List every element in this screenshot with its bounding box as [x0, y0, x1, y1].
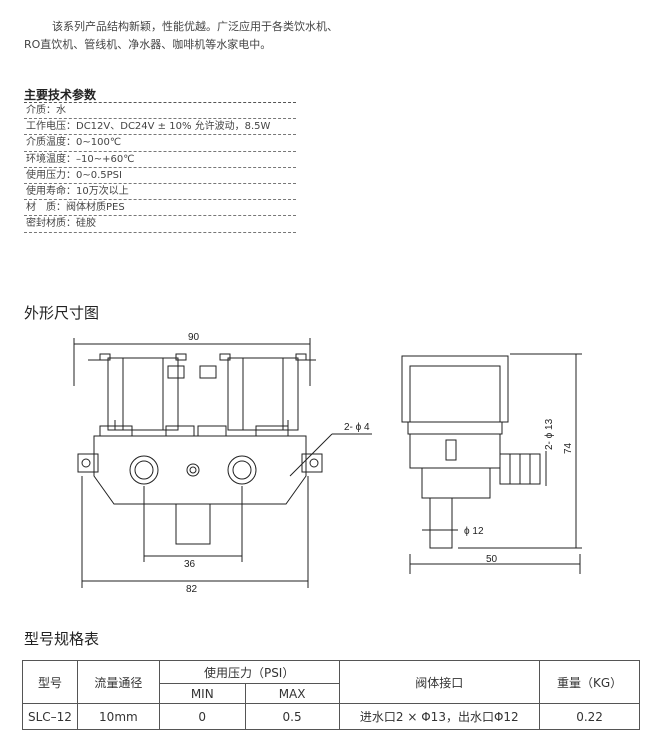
dim-outlet-label: ϕ 12 — [464, 526, 484, 537]
header-flow: 流量通径 — [76, 660, 160, 704]
cell-port: 进水口2 × Φ13，出水口Φ12 — [338, 703, 541, 730]
header-port: 阀体接口 — [338, 660, 541, 704]
right-coil-body — [227, 357, 299, 431]
spec-row-ambient-temp: 环境温度：–10~+60℃ — [24, 152, 296, 168]
dim-82-label: 82 — [186, 584, 198, 595]
dim-hole-label: 2- ϕ 4 — [344, 422, 370, 433]
model-table-title: 型号规格表 — [24, 630, 100, 648]
side-coil — [401, 355, 509, 423]
dim-36-label: 36 — [184, 559, 196, 570]
outlet-pipe — [175, 503, 211, 545]
left-coil-body — [107, 357, 179, 431]
model-spec-table: 型号 流量通径 使用压力（PSI） 阀体接口 重量（KG） MIN MAX SL… — [22, 660, 640, 730]
cell-max: 0.5 — [244, 703, 340, 730]
header-weight: 重量（KG） — [539, 660, 640, 704]
dimension-drawing: 90 2- ϕ 4 36 82 2- ϕ 13 74 ϕ 12 50 — [73, 332, 582, 595]
cell-weight: 0.22 — [539, 703, 640, 730]
intro-text: 该系列产品结构新颖，性能优越。广泛应用于各类饮水机、 RO直饮机、管线机、净水器… — [24, 18, 584, 54]
valve-body — [93, 435, 307, 505]
dim-50-label: 50 — [486, 554, 498, 565]
side-outlet — [429, 497, 453, 549]
spec-row-material: 材 质：阀体材质PES — [24, 200, 296, 217]
dim-90-label: 90 — [188, 332, 200, 343]
header-min: MIN — [158, 683, 246, 704]
header-max: MAX — [244, 683, 340, 704]
spec-title: 主要技术参数 — [24, 88, 97, 102]
intro-line-2: RO直饮机、管线机、净水器、咖啡机等水家电中。 — [24, 38, 272, 51]
spec-list: 介质：水 工作电压：DC12V、DC24V ± 10% 允许波动，8.5W 介质… — [24, 102, 296, 233]
header-model: 型号 — [22, 660, 78, 704]
spec-row-pressure: 使用压力：0~0.5PSI — [24, 168, 296, 184]
table-row: SLC–12 10mm 0 0.5 进水口2 × Φ13，出水口Φ12 0.22 — [22, 703, 640, 730]
spec-row-medium: 介质：水 — [24, 103, 296, 120]
spec-row-lifetime: 使用寿命：10万次以上 — [24, 184, 296, 201]
cell-flow: 10mm — [76, 703, 160, 730]
spec-row-medium-temp: 介质温度：0~100℃ — [24, 135, 296, 152]
dimension-drawing-title: 外形尺寸图 — [24, 304, 100, 322]
cell-min: 0 — [158, 703, 246, 730]
intro-line-1: 该系列产品结构新颖，性能优越。广泛应用于各类饮水机、 — [52, 20, 338, 33]
header-pressure: 使用压力（PSI） — [158, 660, 340, 684]
side-body — [409, 433, 501, 469]
dim-side-inlet-label: 2- ϕ 13 — [544, 418, 555, 450]
cell-model: SLC–12 — [22, 703, 78, 730]
dim-74-label: 74 — [563, 442, 574, 454]
spec-row-seal: 密封材质：硅胶 — [24, 216, 296, 233]
spec-row-voltage: 工作电压：DC12V、DC24V ± 10% 允许波动，8.5W — [24, 119, 296, 136]
